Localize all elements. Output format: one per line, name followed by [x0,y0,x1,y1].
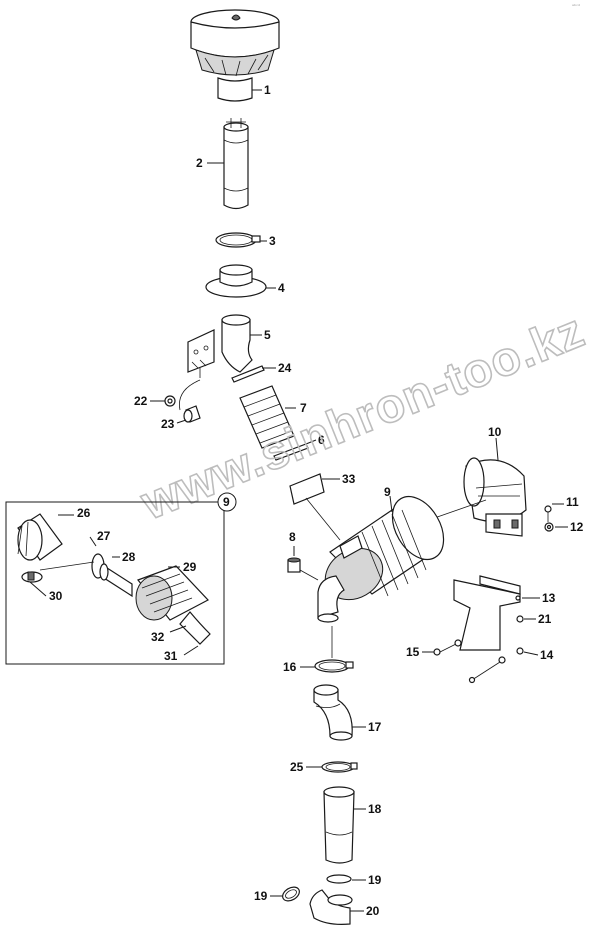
spacer-23 [183,405,201,423]
bolt-11 [544,505,552,522]
label-13: 13 [542,591,556,605]
label-28: 28 [122,550,136,564]
corner-mark: ᵃᵇᶜᵈ [572,4,580,10]
label-20: 20 [366,904,380,918]
label-33: 33 [342,472,356,486]
label-7: 7 [300,401,307,415]
leader-27 [89,536,97,547]
o-ring-24 [231,365,265,383]
label-14: 14 [540,648,554,662]
label-15: 15 [406,645,420,659]
label-1: 1 [264,83,271,97]
label-31: 31 [164,649,178,663]
hose-clamp-25 [321,761,358,773]
hose-clamp-19-upper [326,874,352,884]
leader-32 [169,625,187,633]
label-25: 25 [290,760,304,774]
label-5: 5 [264,328,271,342]
label-22: 22 [134,394,148,408]
label-18: 18 [368,802,382,816]
precleaner-cap [190,9,280,102]
label-21: 21 [538,612,552,626]
mount-arc [179,379,201,411]
label-12: 12 [570,520,584,534]
hose-elbow-17 [313,684,353,741]
inset-callout-label: 9 [223,495,230,509]
support-bracket [453,575,521,651]
restriction-indicator [287,557,301,573]
label-10: 10 [488,425,502,439]
mounting-band [463,457,527,537]
bellows-hose [239,385,295,449]
assembly-axis [305,497,341,541]
washer-22 [164,395,176,407]
label-24: 24 [278,361,292,375]
label-4: 4 [278,281,285,295]
label-3: 3 [269,234,276,248]
label-27: 27 [97,529,111,543]
leader-10 [495,437,499,461]
label-23: 23 [161,417,175,431]
inset-callout: 9 [217,492,237,512]
bolt-15 [433,639,462,656]
label-32: 32 [151,630,165,644]
label-26: 26 [77,506,91,520]
hose-clamp-3 [215,232,261,248]
leader-30 [29,581,47,597]
nut-12 [544,522,554,532]
label-8: 8 [289,530,296,544]
label-11: 11 [566,495,579,509]
leader-31 [183,645,199,656]
o-ring-6 [273,443,309,461]
air-filter-housing [324,495,445,601]
label-16: 16 [283,660,297,674]
nut-21 [516,615,524,623]
elbow-20 [309,889,353,925]
label-29: 29 [183,560,197,574]
label-2: 2 [196,156,203,170]
label-19b: 19 [368,873,382,887]
leader-14 [523,651,539,656]
label-30: 30 [49,589,63,603]
label-9: 9 [384,485,391,499]
indicator-axis [299,569,319,581]
label-6: 6 [318,433,325,447]
leader-6 [305,439,317,445]
inset-box [5,501,225,665]
leader-9 [389,495,393,513]
inset-clamp-30 [21,571,43,583]
hose-clamp-19-lower [282,886,300,902]
inset-precleaner-26 [17,513,63,561]
label-19a: 19 [254,889,268,903]
intake-tube [223,118,249,210]
fastener-14 [468,647,524,684]
bracket-elbow [187,314,253,373]
flange-seal [205,264,267,298]
label-17: 17 [368,720,382,734]
inset-tube-27-28 [91,553,133,598]
leader-23 [176,419,187,424]
sleeve-33 [289,473,325,505]
reducer-tube [323,786,355,864]
hose-clamp-16 [314,659,354,673]
filter-outlet-elbow [317,575,345,623]
inset-filter-29 [135,565,211,645]
